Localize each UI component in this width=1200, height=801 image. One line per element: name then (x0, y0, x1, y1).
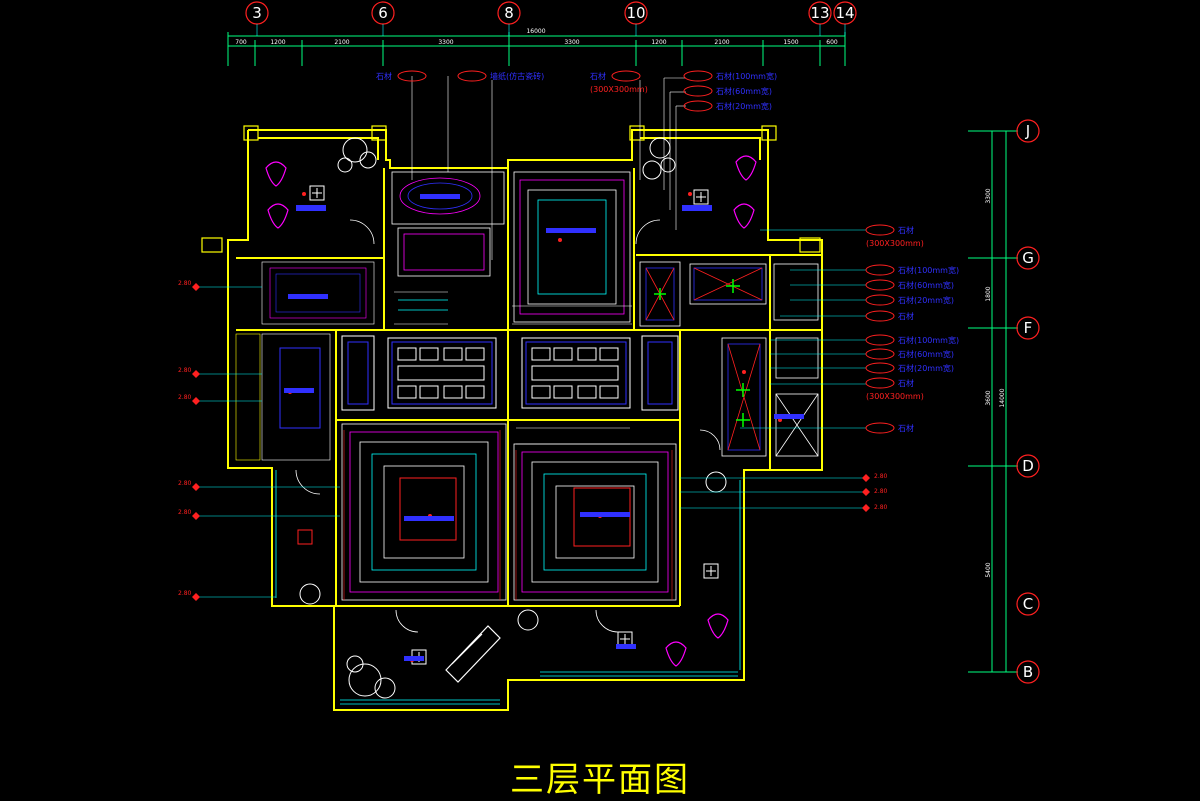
balcony-chairs (265, 155, 757, 667)
top-grid-stubs (256, 24, 846, 36)
note-top-wallpaper: 墙纸(仿古瓷砖) (490, 71, 544, 81)
note-tag-oval (683, 70, 713, 82)
room-tag-blue-markers (284, 194, 804, 661)
dim-seg: 3300 (564, 39, 579, 46)
right-note: 石材(100mm宽) (898, 265, 959, 275)
dim-seg-right: 3300 (985, 188, 992, 203)
dim-seg-right: 5400 (985, 562, 992, 577)
right-note: 石材(60mm宽) (898, 280, 954, 290)
wall-column-markers (201, 125, 821, 253)
right-note: 石材 (898, 423, 914, 433)
right-dimension-chain (968, 130, 1018, 673)
note-top-stone-20: 石材(20mm宽) (716, 101, 772, 111)
right-note: 石材 (898, 378, 914, 388)
window-lines (275, 299, 741, 705)
right-note: 石材(20mm宽) (898, 295, 954, 305)
dim-seg: 1200 (651, 39, 666, 46)
elevation-tag: 2.80 (874, 488, 888, 495)
right-note: 石材 (898, 225, 914, 235)
grid-label-top: 13 (810, 4, 829, 22)
note-tag-oval (457, 70, 487, 82)
top-grid-bubbles (245, 1, 857, 25)
grid-label-top: 14 (835, 4, 854, 22)
room-top-right-center (513, 171, 631, 323)
elevation-tag: 2.80 (178, 280, 192, 287)
light-fixtures (654, 279, 750, 427)
elevation-tag: 2.80 (178, 394, 192, 401)
note-tag-oval (683, 100, 713, 112)
exterior-walls (227, 129, 823, 711)
grid-label-right: B (1023, 663, 1033, 681)
furniture-plants (299, 137, 727, 699)
elevation-tag: 2.80 (178, 509, 192, 516)
dim-total-top: 16000 (526, 28, 545, 35)
coffer-side-panels (341, 335, 679, 411)
right-note-tags (865, 224, 895, 434)
dim-seg: 2100 (714, 39, 729, 46)
grid-label-top: 6 (378, 4, 388, 22)
room-top-left-ceiling (261, 261, 375, 325)
top-dimension-chain (227, 32, 846, 66)
room-center-left-coffer (387, 337, 497, 409)
left-elevation-markers (192, 283, 200, 601)
right-note: 石材(20mm宽) (898, 363, 954, 373)
note-tag-oval (611, 70, 641, 82)
access-symbols (297, 185, 719, 665)
dim-seg-right: 3600 (985, 390, 992, 405)
elevation-tag: 2.80 (178, 480, 192, 487)
chaise-lounge (445, 625, 501, 683)
note-top-stone-60: 石材(60mm宽) (716, 86, 772, 96)
grid-label-top: 10 (626, 4, 645, 22)
grid-label-top: 3 (252, 4, 262, 22)
grid-label-right: J (1025, 122, 1030, 140)
elevation-tag: 2.80 (874, 473, 888, 480)
dim-total-right: 14000 (999, 388, 1006, 407)
room-top-center (391, 171, 505, 277)
dim-seg-right: 1800 (985, 286, 992, 301)
grid-label-right: G (1022, 249, 1034, 267)
note-top-stone-2: 石材 (590, 71, 606, 81)
floor-hatching (343, 430, 673, 600)
note-tag-oval (397, 70, 427, 82)
elevation-tag: 2.80 (178, 590, 192, 597)
right-note: 石材 (898, 311, 914, 321)
room-bathroom-top-right (639, 261, 819, 327)
elevation-tag: 2.80 (178, 367, 192, 374)
room-left-middle-ceiling (235, 333, 331, 461)
right-note: 石材(100mm宽) (898, 335, 959, 345)
elevation-tag: 2.80 (874, 504, 888, 511)
dim-seg: 1500 (783, 39, 798, 46)
dim-seg: 600 (826, 39, 838, 46)
left-elevation-leaders (196, 286, 340, 598)
note-top-stone-100: 石材(100mm宽) (716, 71, 777, 81)
right-note: 石材(60mm宽) (898, 349, 954, 359)
dim-seg: 2100 (334, 39, 349, 46)
dim-seg: 1200 (270, 39, 285, 46)
dim-seg: 3300 (438, 39, 453, 46)
room-center-right-coffer (521, 337, 631, 409)
room-bathroom-mid-right (721, 337, 819, 457)
grid-label-right: D (1022, 457, 1034, 475)
right-note-sub: (300X300mm) (866, 239, 924, 248)
right-elevation-markers (862, 474, 870, 512)
right-note-sub: (300X300mm) (866, 392, 924, 401)
note-top-stone-2-size: (300X300mm) (590, 85, 648, 94)
top-leader-lines (411, 76, 686, 260)
grid-label-top: 8 (504, 4, 514, 22)
grid-label-right: F (1024, 319, 1033, 337)
note-top-stone-1: 石材 (376, 71, 392, 81)
room-tag-markers (288, 192, 782, 662)
wardrobe-hatching (394, 291, 632, 445)
dim-seg: 700 (235, 39, 247, 46)
right-leader-lines (680, 229, 866, 509)
right-grid-bubbles (1016, 119, 1040, 684)
grid-label-right: C (1023, 595, 1033, 613)
drawing-title: 三层平面图 (510, 760, 690, 800)
note-tag-oval (683, 85, 713, 97)
room-bedroom-bottom-left (341, 423, 507, 601)
room-bedroom-bottom-right (513, 443, 677, 601)
